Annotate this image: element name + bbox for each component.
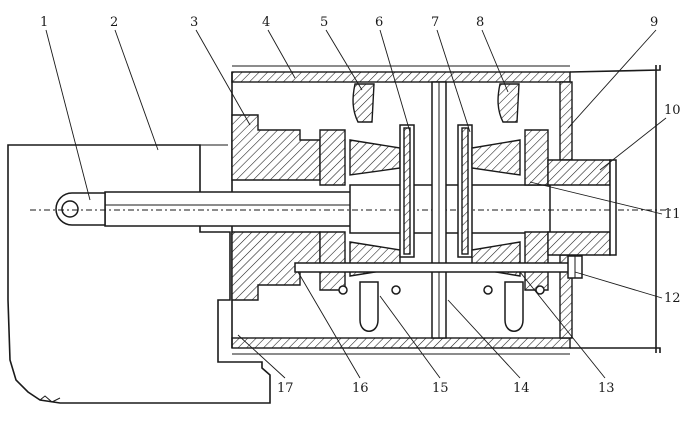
outer-cylinder-shell (231, 65, 661, 355)
callout-7: 7 (431, 15, 439, 30)
callout-5: 5 (320, 15, 328, 30)
callout-labels: 1 2 3 4 5 6 7 8 9 10 11 12 13 14 15 16 1… (40, 15, 681, 396)
tie-rod (294, 255, 583, 279)
callout-12: 12 (664, 291, 681, 306)
callout-17: 17 (277, 381, 294, 396)
piston-rod (104, 184, 551, 234)
callout-3: 3 (190, 15, 198, 30)
callout-6: 6 (375, 15, 383, 30)
callout-16: 16 (352, 381, 369, 396)
leader-lines (45, 29, 667, 379)
callout-4: 4 (262, 15, 270, 30)
callout-2: 2 (110, 15, 118, 30)
callout-15: 15 (432, 381, 449, 396)
lower-spring-housings (338, 281, 545, 332)
center-partition (431, 81, 447, 339)
callout-10: 10 (664, 103, 681, 118)
callout-9: 9 (650, 15, 658, 30)
callout-14: 14 (513, 381, 530, 396)
callout-1: 1 (40, 15, 48, 30)
callout-8: 8 (476, 15, 484, 30)
callout-11: 11 (664, 207, 681, 222)
left-brake-pack (319, 83, 415, 291)
mounting-wall (7, 144, 271, 404)
rod-eye (55, 192, 106, 226)
callout-13: 13 (598, 381, 615, 396)
